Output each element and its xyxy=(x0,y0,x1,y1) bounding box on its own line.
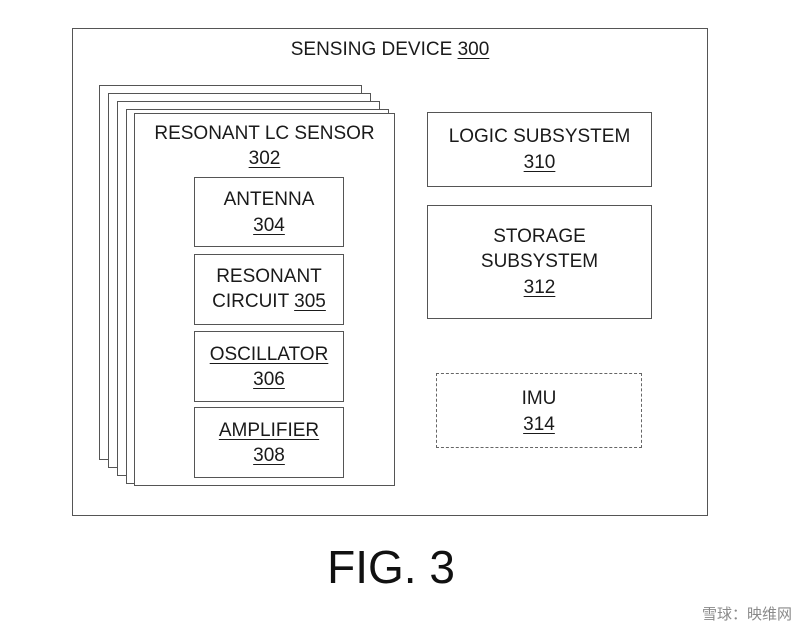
sensing-device-title: SENSING DEVICE xyxy=(290,39,453,60)
sensing-device-ref: 300 xyxy=(457,39,490,60)
imu-ref: 314 xyxy=(523,414,555,435)
resonant-lc-sensor-title: RESONANT LC SENSOR xyxy=(154,123,375,144)
storage-subsystem-ref: 312 xyxy=(523,277,556,298)
sensing-device-label: SENSING DEVICE 300 xyxy=(73,37,707,62)
storage-subsystem-box: STORAGE SUBSYSTEM 312 xyxy=(427,205,652,319)
antenna-title: ANTENNA xyxy=(223,189,315,210)
logic-subsystem-title: LOGIC SUBSYSTEM xyxy=(448,126,631,147)
imu-title: IMU xyxy=(521,388,557,409)
resonant-lc-sensor-ref: 302 xyxy=(248,148,281,169)
figure-label: FIG. 3 xyxy=(327,541,455,593)
resonant-circuit-ref: 305 xyxy=(294,291,326,312)
imu-box: IMU 314 xyxy=(436,373,642,448)
oscillator-box: OSCILLATOR 306 xyxy=(194,331,344,402)
amplifier-ref: 308 xyxy=(253,445,285,466)
amplifier-title: AMPLIFIER xyxy=(218,420,320,441)
antenna-box: ANTENNA 304 xyxy=(194,177,344,247)
antenna-ref: 304 xyxy=(253,215,285,236)
resonant-circuit-line2-wrap: CIRCUIT 305 xyxy=(195,289,343,314)
resonant-circuit-line2: CIRCUIT xyxy=(212,291,289,312)
resonant-circuit-line1: RESONANT xyxy=(216,266,322,287)
logic-subsystem-box: LOGIC SUBSYSTEM 310 xyxy=(427,112,652,187)
storage-subsystem-line2: SUBSYSTEM xyxy=(480,251,599,272)
oscillator-ref: 306 xyxy=(253,369,285,390)
resonant-circuit-box: RESONANT CIRCUIT 305 xyxy=(194,254,344,325)
watermark: 雪球：映维网 xyxy=(701,606,792,623)
logic-subsystem-ref: 310 xyxy=(523,152,556,173)
oscillator-title: OSCILLATOR xyxy=(209,344,329,365)
amplifier-box: AMPLIFIER 308 xyxy=(194,407,344,478)
storage-subsystem-line1: STORAGE xyxy=(493,226,586,247)
